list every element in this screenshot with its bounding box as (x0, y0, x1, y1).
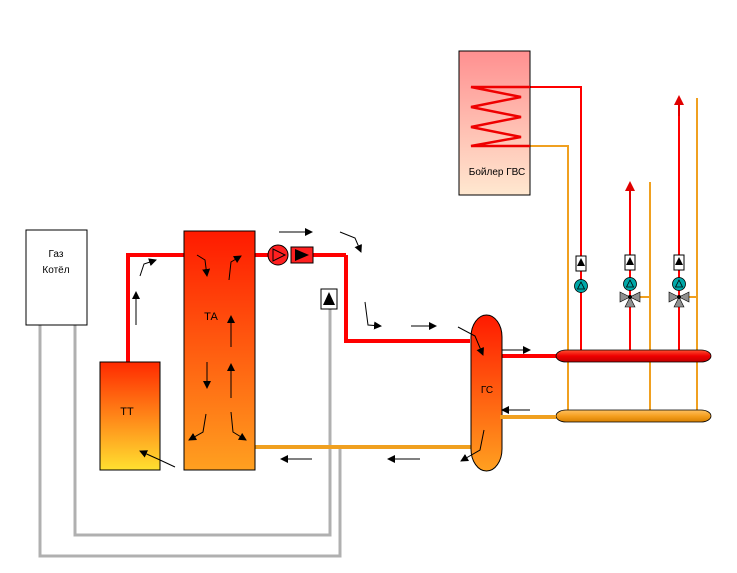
dhw-loop-check-valve-icon (575, 255, 587, 272)
heat-accumulator: ТА (183, 230, 256, 471)
hydraulic-separator-label: ГС (481, 385, 493, 396)
circuit-3-three-way-valve-icon (668, 291, 690, 308)
solid-fuel-boiler: ТТ (99, 361, 161, 471)
hot-collector (555, 349, 712, 363)
circuit-2-pump-icon (623, 277, 637, 291)
hot-supply-pipes (126, 253, 560, 362)
cold-riser-pipes (530, 98, 698, 413)
gas-boiler: Газ Котёл (25, 229, 88, 326)
dhw-boiler: Бойлер ГВС (458, 50, 531, 196)
circuit-2-three-way-valve-icon (619, 291, 641, 308)
gas-boiler-label-2: Котёл (42, 265, 69, 276)
gas-boiler-grey-pipes (38, 308, 342, 558)
pump-icon (267, 244, 289, 266)
check-valve-icon (290, 246, 314, 264)
flow-arrow-icon (132, 228, 531, 468)
cold-collector (555, 409, 712, 423)
solid-fuel-boiler-label: ТТ (120, 406, 134, 418)
bypass-check-valve-icon (320, 288, 338, 310)
circuit-3-pump-icon (672, 277, 686, 291)
dhw-boiler-label: Бойлер ГВС (469, 167, 525, 178)
coil-icon (470, 85, 530, 148)
hot-riser-pipes (530, 86, 680, 352)
circuit-3-check-valve-icon (673, 254, 685, 271)
gas-boiler-label-1: Газ (49, 249, 64, 260)
heat-accumulator-label: ТА (204, 311, 218, 323)
dhw-loop-pump-icon (574, 279, 588, 293)
circuit-2-check-valve-icon (624, 254, 636, 271)
